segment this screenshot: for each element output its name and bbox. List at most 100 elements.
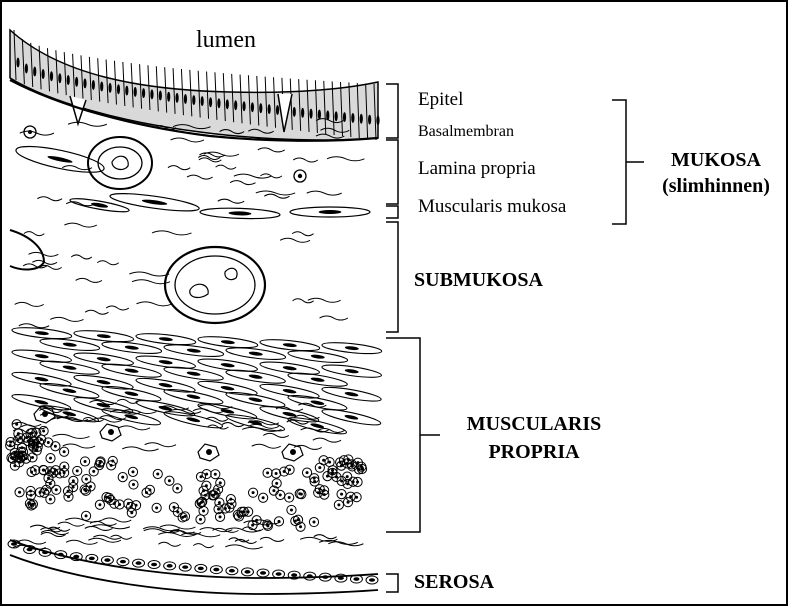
- serosa-cell: [133, 559, 145, 567]
- epithelial-nucleus: [309, 109, 312, 119]
- fibre: [158, 542, 180, 546]
- label-muscularis-propria-line1: MUSCULARIS: [444, 414, 624, 434]
- fibre: [252, 444, 281, 448]
- circular-muscle-cell: [142, 488, 151, 497]
- fibre: [313, 438, 341, 442]
- epithelial-nucleus: [167, 92, 170, 102]
- circular-muscle-cell: [315, 463, 324, 472]
- fibre: [119, 426, 150, 430]
- epithelial-nucleus: [368, 115, 371, 125]
- bracket-mp: [386, 338, 420, 532]
- circular-muscle-cell: [89, 467, 98, 476]
- circular-muscle-cell: [334, 500, 343, 509]
- circular-muscle-cell: [199, 506, 208, 515]
- label-muscularis-mukosa: Muscularis mukosa: [418, 197, 566, 216]
- circular-muscle-cell: [287, 505, 296, 514]
- fibre: [260, 174, 282, 178]
- label-basalmembran: Basalmembran: [418, 124, 514, 140]
- epithelial-nucleus: [92, 80, 95, 90]
- epithelial-nucleus: [226, 99, 229, 109]
- epithelial-nucleus: [75, 77, 78, 87]
- bracket-lamina: [386, 140, 398, 204]
- muscle-spindle: [322, 341, 383, 356]
- fibre: [85, 526, 113, 530]
- epithelial-nucleus: [209, 97, 212, 107]
- muscularis-mukosa-cells: [14, 141, 370, 220]
- circular-muscle-cell: [196, 515, 205, 524]
- bracket-serosa: [386, 574, 398, 592]
- circular-muscle-cell: [51, 442, 60, 451]
- fibre: [263, 433, 289, 437]
- fibre: [52, 434, 89, 438]
- fibre: [218, 199, 244, 203]
- epithelial-nucleus: [150, 89, 153, 99]
- circular-muscle-cell: [60, 462, 69, 471]
- circular-muscle-cell: [274, 517, 283, 526]
- circular-muscle-cell: [337, 490, 346, 499]
- label-serosa: SEROSA: [414, 572, 494, 592]
- muscle-spindle: [260, 338, 321, 353]
- label-lumen: lumen: [196, 28, 256, 52]
- epithelial-nucleus: [301, 108, 304, 118]
- circular-muscle-cell: [285, 465, 294, 474]
- fibre: [58, 522, 85, 526]
- circular-muscle-cell: [126, 502, 135, 511]
- circular-muscle-cell: [110, 499, 119, 508]
- fibre: [85, 310, 108, 314]
- fibre: [97, 261, 119, 265]
- fibre: [235, 539, 257, 543]
- serosa-cell: [117, 558, 129, 566]
- circular-muscle-cell: [15, 488, 24, 497]
- epithelial-nucleus: [351, 113, 354, 123]
- label-epitel: Epitel: [418, 90, 463, 109]
- fibre: [145, 443, 176, 447]
- circular-muscle-cell: [52, 485, 61, 494]
- circular-muscle-cell: [314, 488, 323, 497]
- circular-muscle-cell: [28, 453, 37, 462]
- serosa-cell: [148, 561, 160, 569]
- epithelial-nucleus: [376, 115, 379, 125]
- muscle-spindle: [11, 370, 72, 389]
- fibre: [76, 278, 102, 282]
- circular-muscle-cell: [128, 467, 137, 476]
- fibre: [187, 175, 213, 179]
- circular-muscle-cell: [343, 479, 352, 488]
- epithelial-nucleus: [234, 100, 237, 110]
- epithelial-nucleus: [175, 93, 178, 103]
- muscle-spindle: [136, 332, 197, 347]
- epithelial-nucleus: [108, 83, 111, 93]
- fibre: [258, 148, 285, 152]
- serosa-cell: [257, 569, 269, 577]
- fibre: [66, 540, 97, 544]
- fibre: [102, 518, 131, 522]
- circular-muscle-cell: [276, 490, 285, 499]
- circular-muscle-cell: [80, 457, 89, 466]
- circular-muscle-cell: [272, 469, 281, 478]
- epithelial-nucleus: [259, 103, 262, 113]
- serosa-cell: [273, 570, 285, 578]
- epithelial-nucleus: [251, 102, 254, 112]
- muscle-spindle: [200, 207, 280, 220]
- epithelial-nucleus: [25, 63, 28, 73]
- epithelial-nucleus: [192, 95, 195, 105]
- circular-muscle-cell: [352, 493, 361, 502]
- circular-muscle-cell: [129, 480, 138, 489]
- fibre: [307, 191, 342, 195]
- bracket-epitel: [386, 84, 398, 138]
- fibre: [314, 535, 337, 539]
- muscle-spindle: [69, 196, 129, 214]
- fibre: [129, 272, 169, 276]
- epithelial-nucleus: [142, 88, 145, 98]
- serosa-layer: [8, 540, 378, 594]
- circular-muscle-cell: [196, 472, 205, 481]
- circular-muscle-cell: [309, 517, 318, 526]
- label-mukosa: MUKOSA (slimhinnen): [648, 150, 784, 196]
- epithelial-nucleus: [217, 98, 220, 108]
- epithelial-nucleus: [343, 112, 346, 122]
- label-mukosa-line2: (slimhinnen): [648, 176, 784, 196]
- ganglion-cell: [198, 444, 219, 461]
- epithelial-nucleus: [293, 107, 296, 117]
- fibre: [199, 153, 225, 157]
- serosa-cell: [366, 576, 378, 584]
